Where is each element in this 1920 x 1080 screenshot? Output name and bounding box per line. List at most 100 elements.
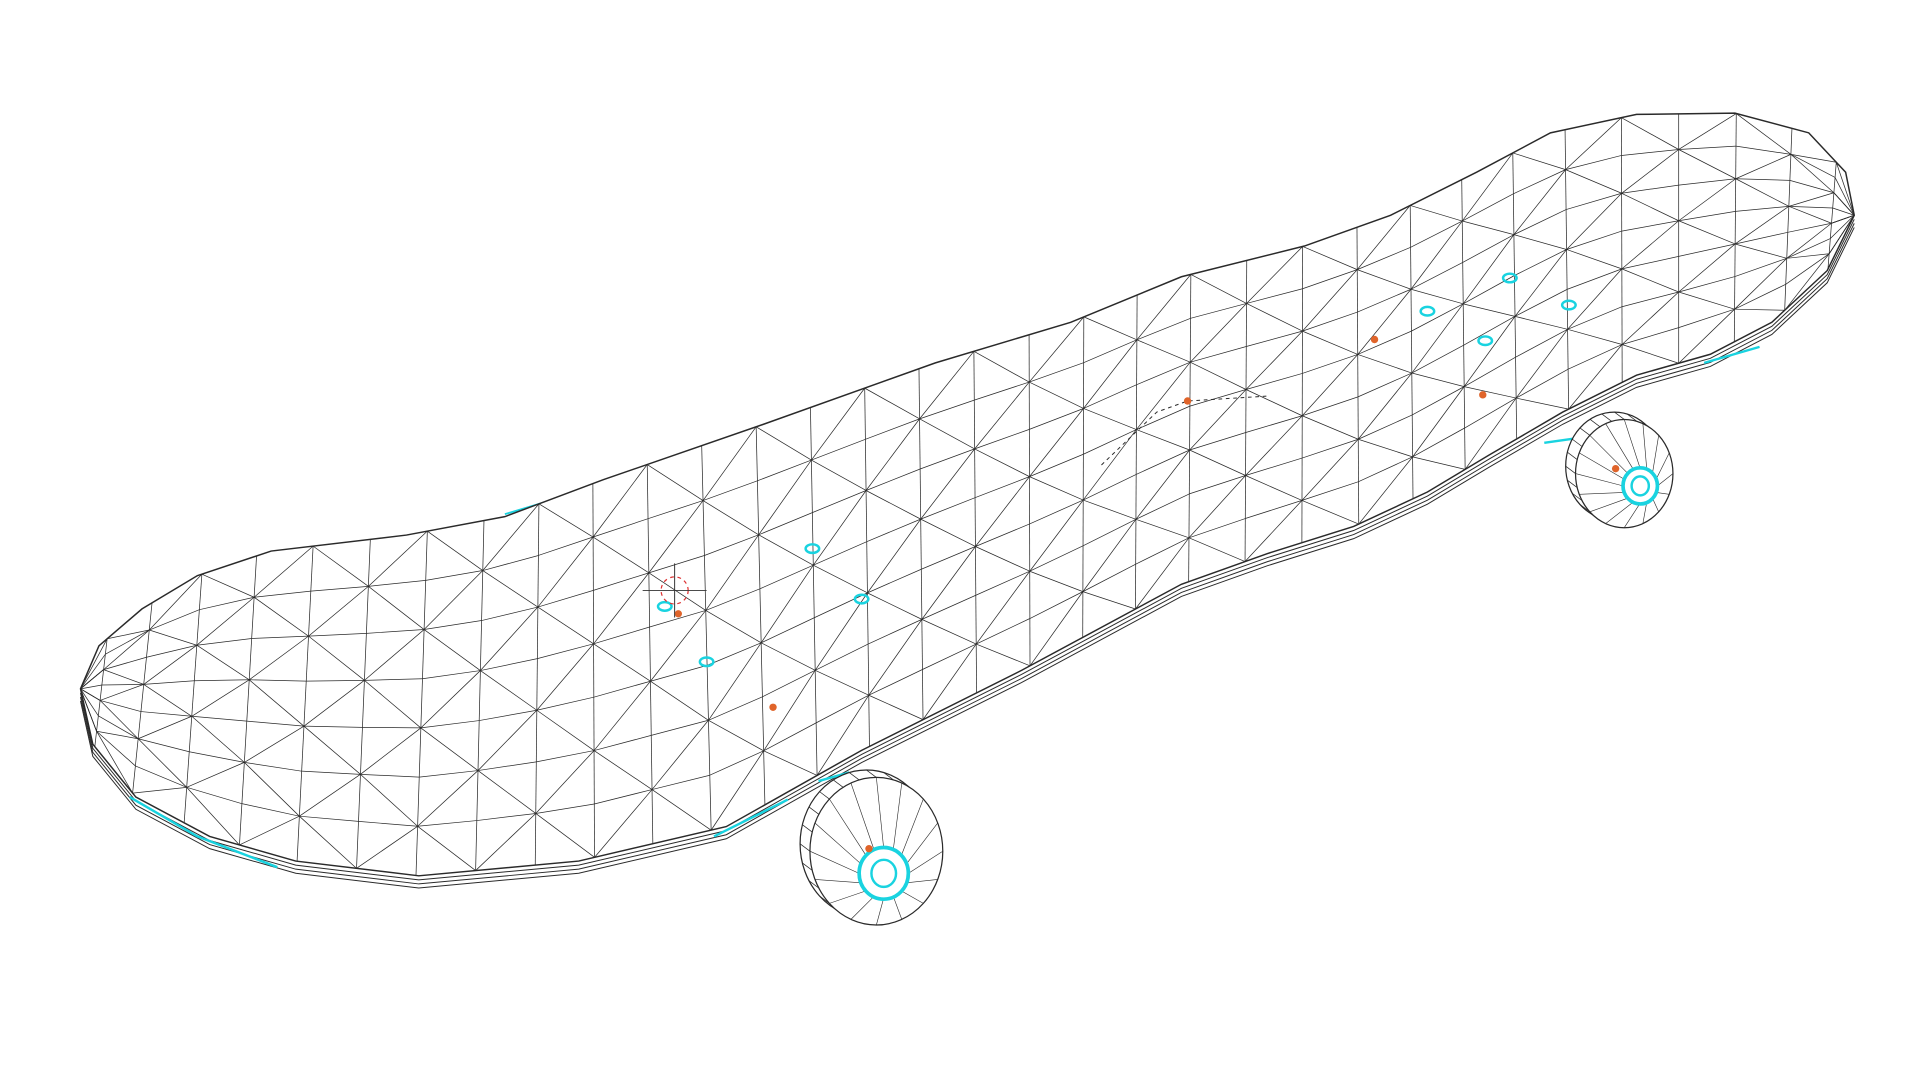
mesh-edge (415, 826, 418, 876)
wheel-spoke-edge (1652, 435, 1659, 474)
mesh-edge (477, 710, 538, 771)
mesh-edge (1621, 192, 1679, 222)
mesh-edge (420, 727, 479, 771)
wheel-spoke-edge (829, 798, 867, 857)
mesh-edge (97, 700, 101, 716)
mesh-edge (420, 670, 481, 729)
mesh-edge (137, 711, 142, 739)
back-wheel[interactable] (1565, 411, 1674, 529)
mesh-edge (476, 813, 536, 821)
mesh-edge (648, 555, 705, 574)
mesh-edge (96, 731, 133, 794)
mesh-edge (1082, 563, 1136, 592)
mesh-edge (303, 725, 363, 728)
mesh-edge (249, 635, 309, 681)
mesh-edge (103, 669, 144, 685)
deck-wireframe[interactable] (79, 112, 1856, 877)
mesh-edge (191, 680, 195, 717)
mesh-edge (193, 645, 198, 681)
mesh-edge (813, 617, 816, 671)
mesh-edge (919, 468, 922, 520)
mesh-edge (356, 821, 359, 869)
mesh-edge (301, 726, 305, 772)
mesh-edge (920, 519, 922, 570)
mesh-edge (1789, 179, 1834, 194)
mesh-edge (253, 596, 309, 637)
vertex-dot (769, 703, 777, 711)
mesh-edge (246, 679, 250, 722)
mesh-edge (146, 630, 150, 658)
bolts (656, 272, 1577, 668)
mesh-edge (423, 629, 481, 671)
mesh-edge (1831, 214, 1855, 224)
mesh-edge (1516, 397, 1569, 410)
mesh-edge (705, 610, 762, 644)
mesh-edge (1567, 268, 1623, 330)
mesh-edge (239, 815, 300, 846)
mesh-edge (360, 773, 420, 778)
mesh-edge (868, 694, 924, 720)
mesh-edge (1834, 177, 1855, 216)
mesh-edge (1512, 193, 1515, 235)
mesh-edge (1734, 308, 1785, 311)
mesh-edge (424, 620, 482, 630)
wheel-spoke-edge (906, 879, 938, 884)
mesh-edge (1515, 368, 1569, 399)
mesh-edge (975, 546, 1030, 572)
mesh-edge (1512, 152, 1514, 194)
front-wheel[interactable] (799, 769, 944, 926)
mesh-edge (186, 762, 245, 788)
mesh-edge (1135, 537, 1190, 565)
bolt-icon (1560, 299, 1577, 311)
mesh-edge (1621, 220, 1679, 232)
wheel-edge (802, 824, 813, 833)
mesh-edge (1029, 408, 1084, 430)
mesh-edge (308, 632, 367, 637)
mesh-edge (310, 585, 369, 592)
mesh-edge (706, 665, 709, 721)
mesh-edge (99, 700, 139, 740)
mesh-edge (650, 735, 653, 790)
mesh-edge (80, 638, 108, 690)
mesh-edge (814, 592, 868, 619)
mesh-edge (477, 720, 480, 771)
mesh-edge (975, 476, 1030, 547)
mesh-edge (1410, 262, 1463, 290)
mesh-edge (538, 536, 594, 556)
wheel-edge (1571, 492, 1583, 501)
3d-cursor-icon[interactable] (642, 563, 707, 618)
wheel-spoke-edge (1605, 423, 1634, 471)
mesh-edge (536, 607, 539, 659)
mesh-edge (1029, 476, 1084, 501)
wheel-spoke-edge (1579, 452, 1625, 480)
mesh-edge (646, 464, 649, 519)
mesh-edge (815, 694, 869, 724)
mesh-edge (482, 555, 539, 571)
mesh-edge (482, 520, 485, 571)
wheel-edge (866, 769, 877, 778)
mesh-edge (191, 679, 250, 717)
mesh-edge (1244, 500, 1303, 562)
mesh-edge (867, 568, 922, 594)
mesh-edge (244, 762, 300, 817)
wheel-spoke-edge (814, 822, 862, 865)
mesh-edge (974, 381, 1030, 450)
mesh-edge (812, 565, 815, 618)
mesh-edge (702, 480, 758, 501)
mesh-edge (649, 610, 706, 628)
mesh-edge (922, 669, 924, 720)
mesh-edge (199, 596, 255, 611)
mesh-edge (103, 656, 147, 670)
mesh-edge (1412, 386, 1465, 416)
mesh-edge (592, 536, 650, 574)
wheel-edge (1571, 438, 1583, 447)
mesh-edge (702, 500, 759, 536)
mesh-edge (1135, 518, 1190, 539)
mesh-edge (921, 619, 977, 645)
mesh-edge (593, 680, 651, 751)
mesh-edge (135, 765, 187, 788)
mesh-edge (1828, 215, 1855, 254)
wheel-spoke-edge (892, 895, 903, 920)
